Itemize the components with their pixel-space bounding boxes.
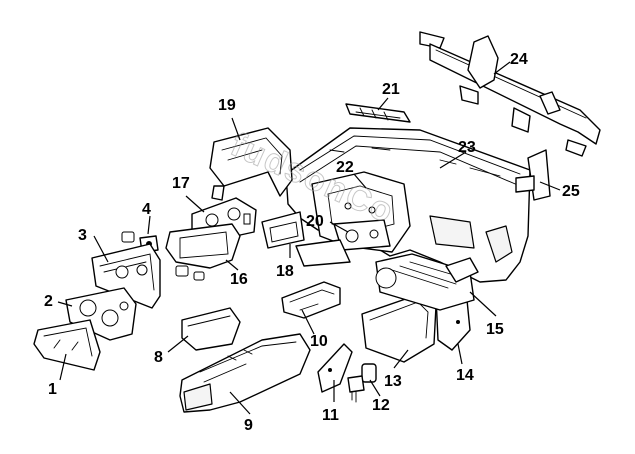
part-10-console-tray — [281, 281, 341, 319]
part-16-cluster-bezel — [165, 223, 241, 281]
callout-1: 1 — [48, 381, 57, 398]
part-24-support-beam — [419, 31, 601, 157]
callout-18: 18 — [276, 263, 294, 280]
callout-23: 23 — [458, 139, 476, 156]
part-19-meter-hood — [209, 127, 293, 201]
callout-19: 19 — [218, 97, 236, 114]
part-20-audio-unit — [333, 219, 391, 251]
callout-20: 20 — [306, 213, 324, 230]
part-8-console-lid — [181, 307, 241, 351]
part-9-floor-console — [179, 333, 311, 413]
callout-16: 16 — [230, 271, 248, 288]
callout-8: 8 — [154, 349, 163, 366]
callout-24: 24 — [510, 51, 528, 68]
part-13-glove-box — [361, 293, 437, 363]
part-3-meter-panel — [91, 243, 161, 309]
callout-4: 4 — [142, 201, 151, 218]
callout-9: 9 — [244, 417, 253, 434]
part-12-key-cylinder — [347, 363, 377, 403]
callout-2: 2 — [44, 293, 53, 310]
part-1-lens-cover — [33, 319, 101, 371]
part-25-bracket — [515, 149, 551, 201]
callout-25: 25 — [562, 183, 580, 200]
callout-14: 14 — [456, 367, 474, 384]
part-18-lower-trim — [261, 211, 351, 267]
callout-22: 22 — [336, 159, 354, 176]
callout-labels: 1 2 3 4 8 9 10 11 12 13 14 15 16 17 18 1… — [44, 51, 580, 434]
callout-17: 17 — [172, 175, 190, 192]
callout-13: 13 — [384, 373, 402, 390]
part-21-defroster-grille — [345, 103, 411, 123]
callout-12: 12 — [372, 397, 390, 414]
part-15-vent-duct — [375, 253, 479, 311]
part-11-switch-plate — [317, 343, 353, 393]
callout-10: 10 — [310, 333, 328, 350]
callout-21: 21 — [382, 81, 400, 98]
leader-lines — [57, 61, 561, 415]
part-23-instrument-panel — [285, 127, 531, 283]
callout-15: 15 — [486, 321, 504, 338]
callout-11: 11 — [322, 407, 339, 424]
callout-3: 3 — [78, 227, 87, 244]
